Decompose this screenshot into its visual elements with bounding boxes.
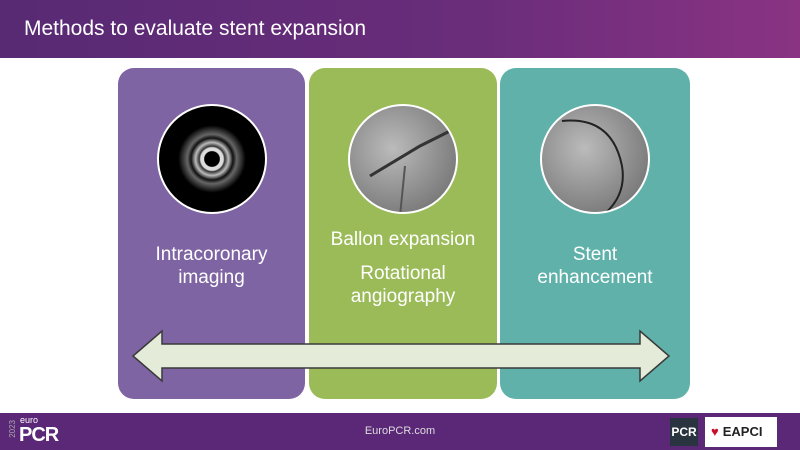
eapci-logo: ♥EAPCI (705, 417, 777, 447)
double-arrow (131, 329, 671, 383)
stent-enhancement-image (540, 104, 650, 214)
pcr-badge: PCR (670, 418, 698, 446)
heart-icon: ♥ (711, 424, 719, 439)
ivus-image (156, 104, 267, 214)
slide-footer: 2023 euro PCR EuroPCR.com PCR ♥EAPCI (0, 413, 800, 450)
slide-title: Methods to evaluate stent expansion (24, 17, 367, 40)
angiography-image (348, 104, 458, 214)
website-link[interactable]: EuroPCR.com (364, 425, 436, 437)
card-label: Ballon expansion (330, 229, 476, 250)
slide-header: Methods to evaluate stent expansion (0, 0, 800, 58)
